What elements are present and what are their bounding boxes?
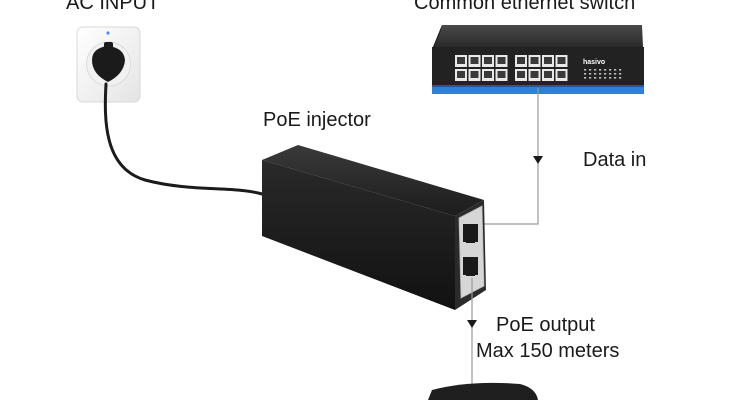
switch-port-jack — [530, 71, 539, 78]
switch-port-jack — [484, 57, 492, 64]
switch-led — [589, 73, 592, 75]
switch-led — [619, 69, 622, 71]
switch-port-jack — [530, 57, 539, 64]
switch-label: Common ethernet switch — [414, 0, 636, 14]
switch-port-jack — [457, 71, 465, 78]
switch-ports — [455, 55, 568, 81]
rj45-port-out — [463, 257, 478, 275]
switch-brand: hasivo — [583, 59, 605, 66]
poe-output-line — [467, 278, 477, 388]
switch-led — [594, 73, 597, 75]
switch-led — [604, 77, 607, 79]
injector-label: PoE injector — [263, 109, 371, 131]
switch-led — [614, 69, 617, 71]
switch-led — [609, 69, 612, 71]
switch-port-jack — [544, 71, 552, 78]
switch-led — [584, 73, 587, 75]
switch-led — [584, 69, 587, 71]
data-in-line — [476, 88, 543, 225]
switch-led — [614, 73, 617, 75]
switch-led — [619, 73, 622, 75]
switch-led — [614, 77, 617, 79]
arrow-down-icon — [467, 320, 477, 328]
switch-led — [599, 69, 602, 71]
switch-port-jack — [557, 71, 566, 78]
rj45-port-in — [463, 224, 478, 242]
power-plug — [92, 42, 125, 82]
switch-led — [594, 77, 597, 79]
switch-port-jack — [544, 57, 552, 64]
switch-led — [609, 73, 612, 75]
switch-port-jack — [497, 57, 506, 64]
switch-port-jack — [517, 57, 525, 64]
switch-led — [584, 77, 587, 79]
data-in-label: Data in — [583, 149, 647, 171]
ac-input-label: AC INPUT — [66, 0, 160, 14]
switch-port-jack — [470, 71, 479, 78]
switch-led-panel — [584, 69, 622, 79]
switch-led — [599, 73, 602, 75]
switch-port-jack — [457, 57, 465, 64]
poe-injector — [262, 145, 486, 310]
switch-port-jack — [557, 57, 566, 64]
switch-led — [589, 69, 592, 71]
switch-port-jack — [517, 71, 525, 78]
switch-led — [609, 77, 612, 79]
arrow-down-icon — [533, 156, 543, 164]
switch-led — [589, 77, 592, 79]
poe-output-label: PoE output — [496, 314, 595, 336]
outlet-led — [106, 31, 110, 35]
switch-port-jack — [484, 71, 492, 78]
switch-port-jack — [497, 71, 506, 78]
max-distance-label: Max 150 meters — [476, 340, 620, 362]
switch-port-jack — [470, 57, 479, 64]
powered-device — [428, 382, 538, 400]
switch-led — [619, 77, 622, 79]
power-cord — [103, 82, 264, 196]
switch-led — [594, 69, 597, 71]
switch-led — [599, 77, 602, 79]
switch-led — [604, 73, 607, 75]
switch-led — [604, 69, 607, 71]
